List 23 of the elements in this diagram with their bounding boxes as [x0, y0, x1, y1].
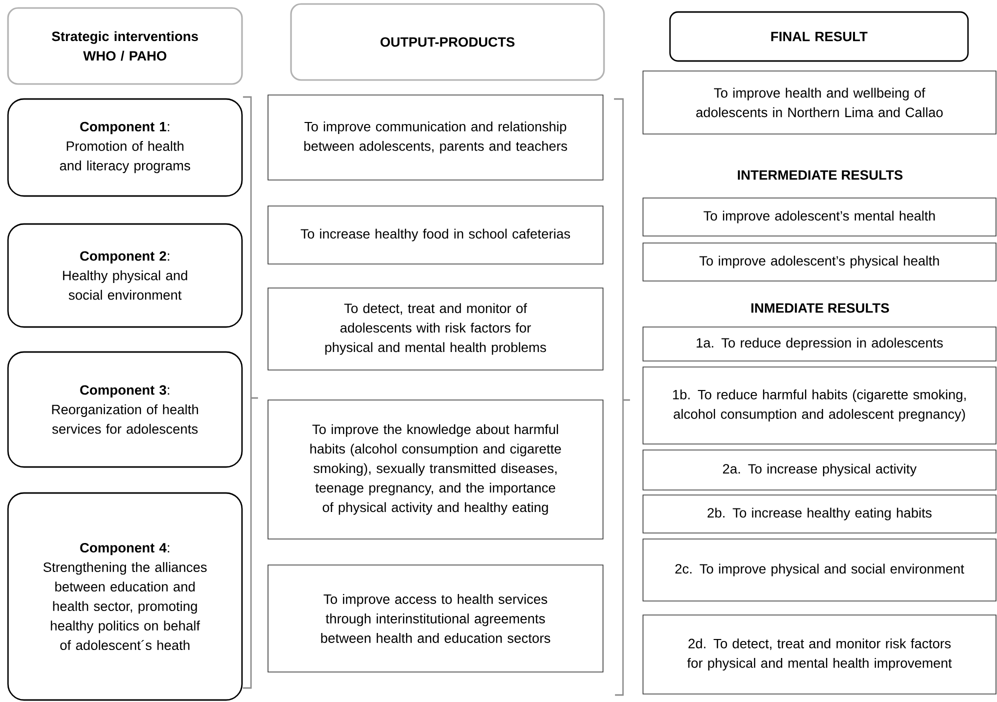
component-box: Component 1: Promotion of health and literacy programs: [7, 98, 243, 197]
component-box: Component 3: Reorganization of health services for adolescents: [7, 351, 243, 468]
section-heading: INTERMEDIATE RESULTS: [738, 170, 902, 180]
result-box: 1b. To reduce harmful habits (cigarette smoking, alcohol consumption and adolescent pregnancy): [642, 366, 996, 444]
header-box: OUTPUT-PRODUCTS: [290, 3, 605, 81]
header-box: Strategic interventions WHO / PAHO: [7, 7, 243, 85]
result-box: To improve the knowledge about harmful habits (alcohol consumption and cigarette smoking), sexually transmitted diseases, teenage pregnancy, and the importance of physical activity and healthy eating: [268, 400, 604, 540]
result-box: 2c. To improve physical and social environment: [642, 538, 996, 602]
result-box: 2a. To increase physical activity: [642, 450, 996, 490]
result-box: To improve health and wellbeing of adolescents in Northern Lima and Callao: [642, 70, 996, 134]
result-box: To improve access to health services through interinstitutional agreements between health and education sectors: [268, 564, 604, 672]
result-box: To detect, treat and monitor of adolescents with risk factors for physical and mental health problems: [268, 288, 604, 370]
header-box: FINAL RESULT: [669, 11, 969, 62]
result-box: 2d. To detect, treat and monitor risk factors for physical and mental health improvement: [642, 614, 996, 694]
result-box: To improve adolescent’s physical health: [642, 242, 996, 282]
result-box: To increase healthy food in school cafeterias: [268, 206, 604, 264]
section-heading: INMEDIATE RESULTS: [751, 303, 889, 313]
result-box: 1a. To reduce depression in adolescents: [642, 326, 996, 362]
component-box: Component 2: Healthy physical and social environment: [7, 223, 243, 328]
result-box: To improve adolescent’s mental health: [642, 198, 996, 236]
result-box: 2b. To increase healthy eating habits: [642, 494, 996, 534]
result-box: To improve communication and relationship between adolescents, parents and teachers: [268, 94, 604, 180]
component-box: Component 4: Strengthening the alliances between education and health sector, promoting healthy politics on behalf of adolescent´s heath: [7, 492, 243, 701]
